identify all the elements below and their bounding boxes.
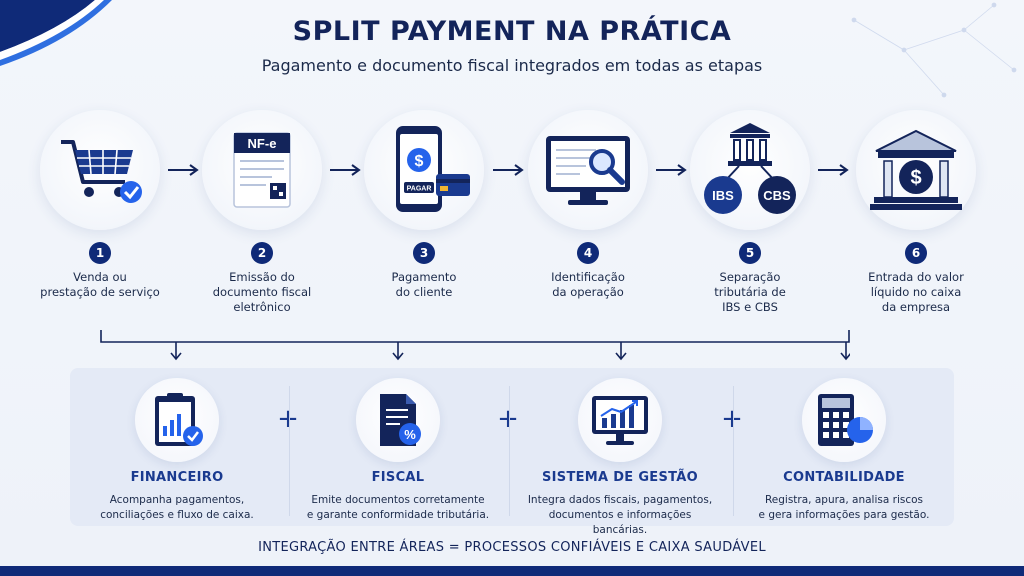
bank-split-icon: IBS CBS: [704, 123, 796, 214]
bottom-bar: [0, 566, 1024, 576]
step-4-icon-circle: [528, 110, 648, 230]
plus-icon: +: [277, 404, 299, 434]
area-sistema-de-gestao: SISTEMA DE GESTÃO Integra dados fiscais,…: [520, 378, 720, 538]
step-6-icon-circle: $: [856, 110, 976, 230]
page-subtitle: Pagamento e documento fiscal integrados …: [261, 56, 763, 75]
step-5: IBS CBS 5 Separação tributária de IBS e …: [680, 110, 820, 315]
area-financeiro-title: FINANCEIRO: [130, 470, 224, 485]
areas-panel: [70, 368, 954, 526]
step-4-number: 4: [577, 242, 599, 264]
svg-text:%: %: [404, 427, 416, 442]
step-4-label: Identificação da operação: [551, 270, 625, 299]
area-financeiro-icon-circle: [135, 378, 219, 462]
pagar-button-label: PAGAR: [407, 186, 432, 193]
step-1-icon-circle: [40, 110, 160, 230]
document-percent-icon: %: [380, 394, 421, 446]
arrow-right-icon: [656, 164, 687, 176]
area-sistema-desc: Integra dados fiscais, pagamentos, docum…: [527, 494, 713, 536]
area-fiscal: % FISCAL Emite documentos corretamente e…: [298, 378, 498, 523]
area-contabilidade-desc: Registra, apura, analisa riscos e gera i…: [758, 494, 930, 521]
area-fiscal-title: FISCAL: [371, 470, 425, 485]
step-2-icon-circle: NF-e: [202, 110, 322, 230]
calculator-pie-icon: [818, 394, 873, 446]
step-2-label: Emissão do documento fiscal eletrônico: [212, 270, 312, 314]
arrow-right-icon: [818, 164, 849, 176]
area-divider: [289, 386, 290, 516]
step-5-icon-circle: IBS CBS: [690, 110, 810, 230]
area-fiscal-desc: Emite documentos corretamente e garante …: [306, 494, 490, 521]
plus-icon: +: [497, 404, 519, 434]
area-divider: [509, 386, 510, 516]
page-title: SPLIT PAYMENT NA PRÁTICA: [292, 16, 732, 47]
svg-text:$: $: [910, 167, 921, 189]
arrow-right-icon: [493, 164, 524, 176]
ibs-badge: IBS: [712, 188, 734, 203]
step-1-number: 1: [89, 242, 111, 264]
step-6: $ 6 Entrada do valor líquido no caixa da…: [846, 110, 986, 315]
area-sistema-icon-circle: [578, 378, 662, 462]
area-fiscal-icon-circle: %: [356, 378, 440, 462]
network-pattern-decoration: [851, 2, 1017, 98]
area-contabilidade: CONTABILIDADE Registra, apura, analisa r…: [744, 378, 944, 523]
step-4: 4 Identificação da operação: [518, 110, 658, 300]
step-2: NF-e 2 Emissão do documento fiscal eletr…: [192, 110, 332, 315]
monitor-search-icon: [546, 136, 630, 205]
nfe-document-icon: NF-e: [233, 132, 291, 208]
step-3: $ PAGAR 3 Pagamento do cliente: [354, 110, 494, 300]
clipboard-chart-icon: [155, 393, 203, 446]
corner-swoosh-decoration: [0, 0, 112, 66]
area-divider: [733, 386, 734, 516]
footer-tagline: INTEGRAÇÃO ENTRE ÁREAS = PROCESSOS CONFI…: [258, 540, 766, 555]
area-contabilidade-title: CONTABILIDADE: [783, 470, 905, 485]
step-5-number: 5: [739, 242, 761, 264]
area-contabilidade-icon-circle: [802, 378, 886, 462]
step-3-number: 3: [413, 242, 435, 264]
step-2-number: 2: [251, 242, 273, 264]
monitor-growth-chart-icon: [592, 396, 648, 445]
shopping-cart-check-icon: [61, 140, 142, 203]
step-5-label: Separação tributária de IBS e CBS: [714, 270, 786, 314]
nfe-badge: NF-e: [248, 136, 277, 151]
cbs-badge: CBS: [763, 188, 791, 203]
connector-bracket: [100, 330, 850, 361]
svg-text:$: $: [415, 153, 424, 170]
phone-payment-icon: $ PAGAR: [396, 126, 470, 212]
step-1: 1 Venda ou prestação de serviço: [30, 110, 170, 300]
step-3-label: Pagamento do cliente: [391, 270, 457, 299]
step-1-label: Venda ou prestação de serviço: [40, 270, 160, 299]
arrow-right-icon: [330, 164, 361, 176]
area-financeiro: FINANCEIRO Acompanha pagamentos, concili…: [77, 378, 277, 523]
step-6-label: Entrada do valor líquido no caixa da emp…: [868, 270, 964, 314]
area-financeiro-desc: Acompanha pagamentos, conciliações e flu…: [100, 494, 254, 521]
step-3-icon-circle: $ PAGAR: [364, 110, 484, 230]
bank-money-icon: $: [870, 129, 962, 210]
step-6-number: 6: [905, 242, 927, 264]
area-sistema-title: SISTEMA DE GESTÃO: [541, 470, 698, 485]
plus-icon: +: [721, 404, 743, 434]
arrow-right-icon: [168, 164, 199, 176]
